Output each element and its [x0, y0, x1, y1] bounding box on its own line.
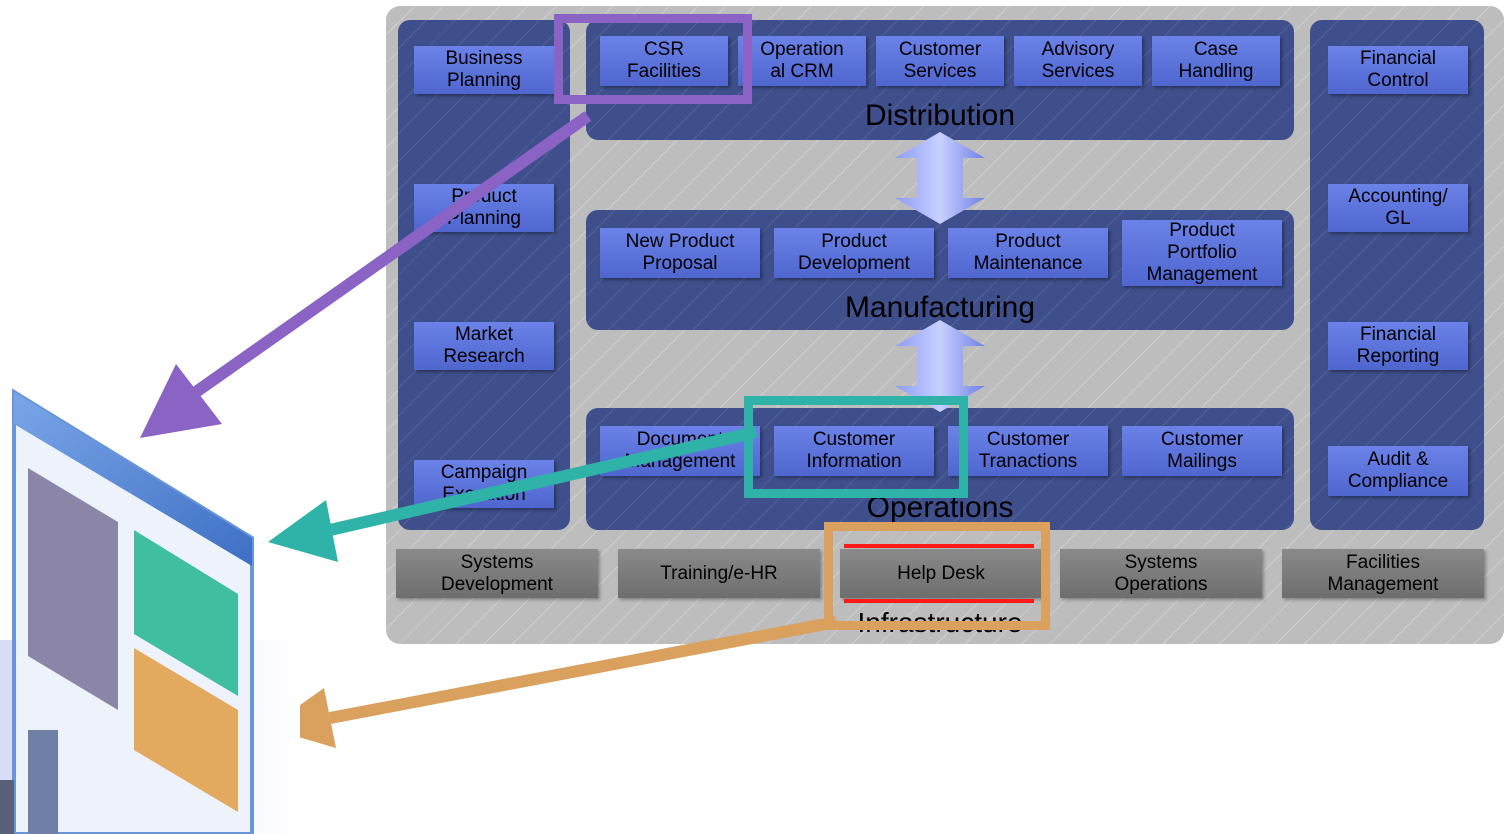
manufacturing-item-product-portfolio-management[interactable]: Product Portfolio Management — [1122, 220, 1282, 286]
manufacturing-item-new-product-proposal[interactable]: New Product Proposal — [600, 228, 760, 278]
distribution-item-advisory-services[interactable]: Advisory Services — [1014, 36, 1142, 86]
double-arrow-icon — [895, 320, 985, 412]
left-item-product-planning[interactable]: Product Planning — [414, 184, 554, 232]
highlight-customer-information — [744, 396, 968, 498]
distribution-item-operational-crm[interactable]: Operation al CRM — [738, 36, 866, 86]
left-band — [398, 20, 570, 530]
right-item-financial-control[interactable]: Financial Control — [1328, 46, 1468, 94]
help-desk-top-line — [844, 544, 1034, 548]
infra-item-help-desk[interactable]: Help Desk — [840, 549, 1042, 598]
application-window-icon — [0, 388, 300, 834]
double-arrow-icon — [895, 132, 985, 224]
right-item-accounting-gl[interactable]: Accounting/ GL — [1328, 184, 1468, 232]
distribution-item-case-handling[interactable]: Case Handling — [1152, 36, 1280, 86]
left-item-market-research[interactable]: Market Research — [414, 322, 554, 370]
highlight-csr-facilities — [554, 14, 752, 104]
left-item-business-planning[interactable]: Business Planning — [414, 46, 554, 94]
infra-item-systems-operations[interactable]: Systems Operations — [1060, 549, 1262, 598]
right-band — [1310, 20, 1484, 530]
distribution-item-customer-services[interactable]: Customer Services — [876, 36, 1004, 86]
operations-item-document-management[interactable]: Document Management — [600, 426, 760, 476]
help-desk-bottom-line — [844, 599, 1034, 603]
operations-item-customer-mailings[interactable]: Customer Mailings — [1122, 426, 1282, 476]
operations-item-customer-information[interactable]: Customer Information — [774, 426, 934, 476]
right-item-audit-compliance[interactable]: Audit & Compliance — [1328, 446, 1468, 496]
distribution-title: Distribution — [864, 99, 1016, 132]
manufacturing-item-product-maintenance[interactable]: Product Maintenance — [948, 228, 1108, 278]
operations-item-customer-tranactions[interactable]: Customer Tranactions — [948, 426, 1108, 476]
infra-item-facilities-management[interactable]: Facilities Management — [1282, 549, 1484, 598]
manufacturing-item-product-development[interactable]: Product Development — [774, 228, 934, 278]
distribution-item-csr-facilities[interactable]: CSR Facilities — [600, 36, 728, 86]
manufacturing-title: Manufacturing — [844, 291, 1036, 324]
infra-item-systems-development[interactable]: Systems Development — [396, 549, 598, 598]
right-item-financial-reporting[interactable]: Financial Reporting — [1328, 322, 1468, 370]
infra-item-training-ehr[interactable]: Training/e-HR — [618, 549, 820, 598]
highlight-help-desk — [824, 522, 1050, 630]
left-item-campaign-execution[interactable]: Campaign Execution — [414, 460, 554, 508]
